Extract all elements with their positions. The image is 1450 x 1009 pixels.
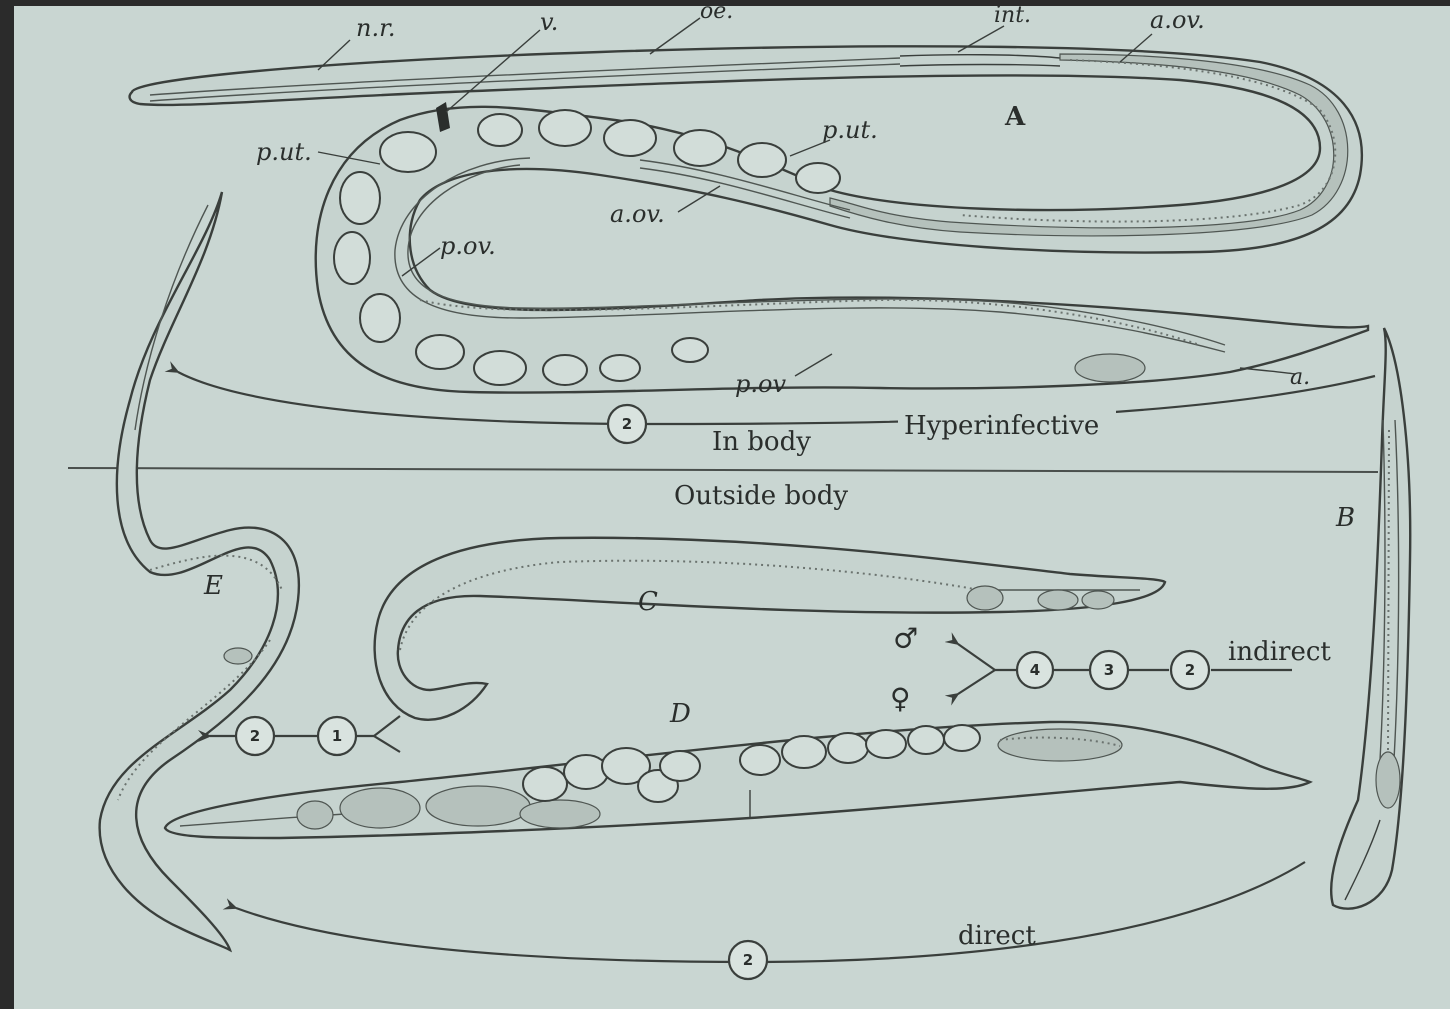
label-a-figure: A: [1004, 102, 1026, 132]
label-pov-left: p.ov.: [440, 232, 496, 260]
label-pov-bottom: p.ov: [735, 370, 786, 398]
indirect-node-1: 2: [1185, 661, 1195, 679]
label-aov-mid: a.ov.: [610, 200, 665, 228]
label-c-figure: C: [638, 587, 658, 617]
label-direct: direct: [958, 921, 1036, 951]
indirect-node-2: 3: [1104, 661, 1114, 679]
label-d-figure: D: [669, 699, 691, 729]
label-int: int.: [994, 3, 1031, 28]
label-put-left: p.ut.: [256, 138, 312, 166]
label-b-figure: B: [1335, 503, 1355, 533]
direct-node-label: 2: [743, 951, 753, 969]
label-indirect: indirect: [1228, 637, 1331, 667]
label-e-figure: E: [203, 571, 223, 601]
indirect-node-3: 4: [1030, 661, 1040, 679]
label-outside-body: Outside body: [674, 481, 848, 511]
female-symbol: ♀: [890, 682, 910, 715]
label-nr: n.r.: [356, 14, 396, 42]
label-in-body: In body: [712, 427, 811, 457]
hyperinfective-node-label: 2: [622, 415, 632, 433]
left-node-1: 1: [332, 727, 342, 745]
label-v: v.: [540, 8, 558, 36]
label-aov-top: a.ov.: [1150, 6, 1205, 34]
label-anus: a.: [1290, 365, 1310, 390]
label-put-mid: p.ut.: [822, 116, 878, 144]
label-oe: oe.: [700, 0, 733, 24]
male-symbol: ♂: [893, 622, 918, 655]
label-hyperinfective: Hyperinfective: [904, 411, 1099, 441]
left-node-2: 2: [250, 727, 260, 745]
